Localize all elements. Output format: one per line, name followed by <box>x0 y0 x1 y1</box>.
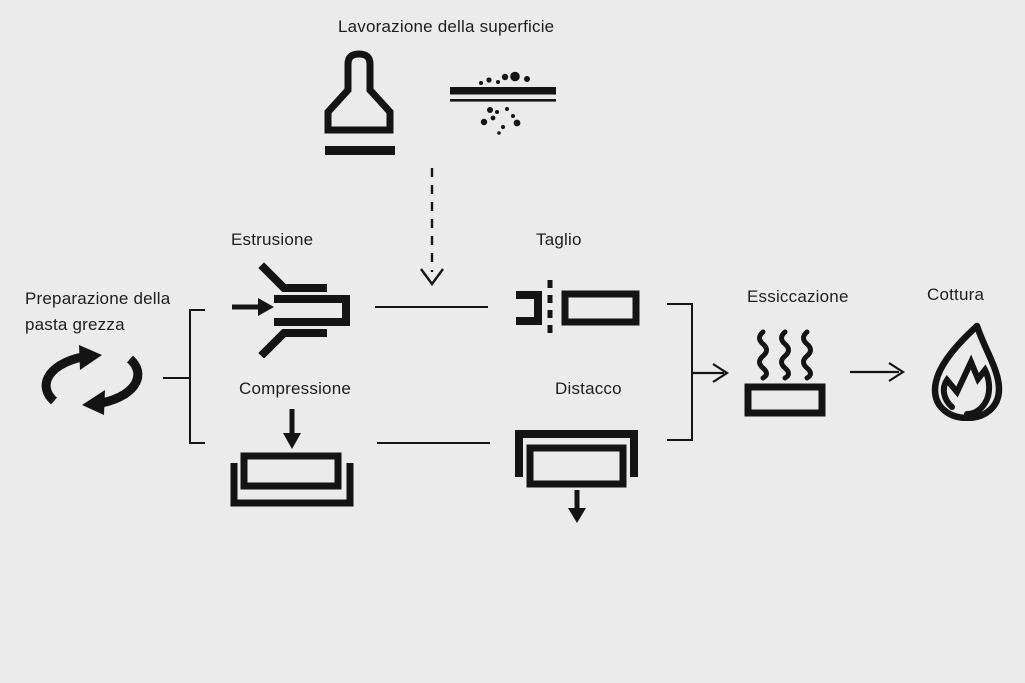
arrow-to-drying <box>692 363 730 383</box>
preparation-label: Preparazione della pasta grezza <box>25 289 171 334</box>
arrow-drying-to-firing <box>850 362 906 382</box>
dashed-arrow-surface-to-flow <box>420 168 444 287</box>
sanding-spray-icon <box>448 70 558 136</box>
drying-label: Essiccazione <box>747 287 849 306</box>
trowel-icon <box>320 50 398 160</box>
detachment-label: Distacco <box>555 379 622 398</box>
right-merge-bracket <box>667 303 693 441</box>
surface-treatment-title: Lavorazione della superficie <box>338 17 555 36</box>
extruder-die-icon <box>230 262 356 358</box>
mixing-arrows-icon <box>33 340 151 420</box>
demold-icon <box>514 427 640 525</box>
flame-icon <box>929 322 1005 421</box>
press-mold-icon <box>229 406 355 508</box>
extrusion-label: Estrusione <box>231 230 314 249</box>
steam-brick-icon <box>744 329 826 417</box>
cutting-label: Taglio <box>536 230 582 249</box>
firing-label: Cottura <box>927 285 985 304</box>
compression-label: Compressione <box>239 379 352 398</box>
left-split-bracket <box>189 309 205 444</box>
cut-wire-icon <box>514 280 640 336</box>
